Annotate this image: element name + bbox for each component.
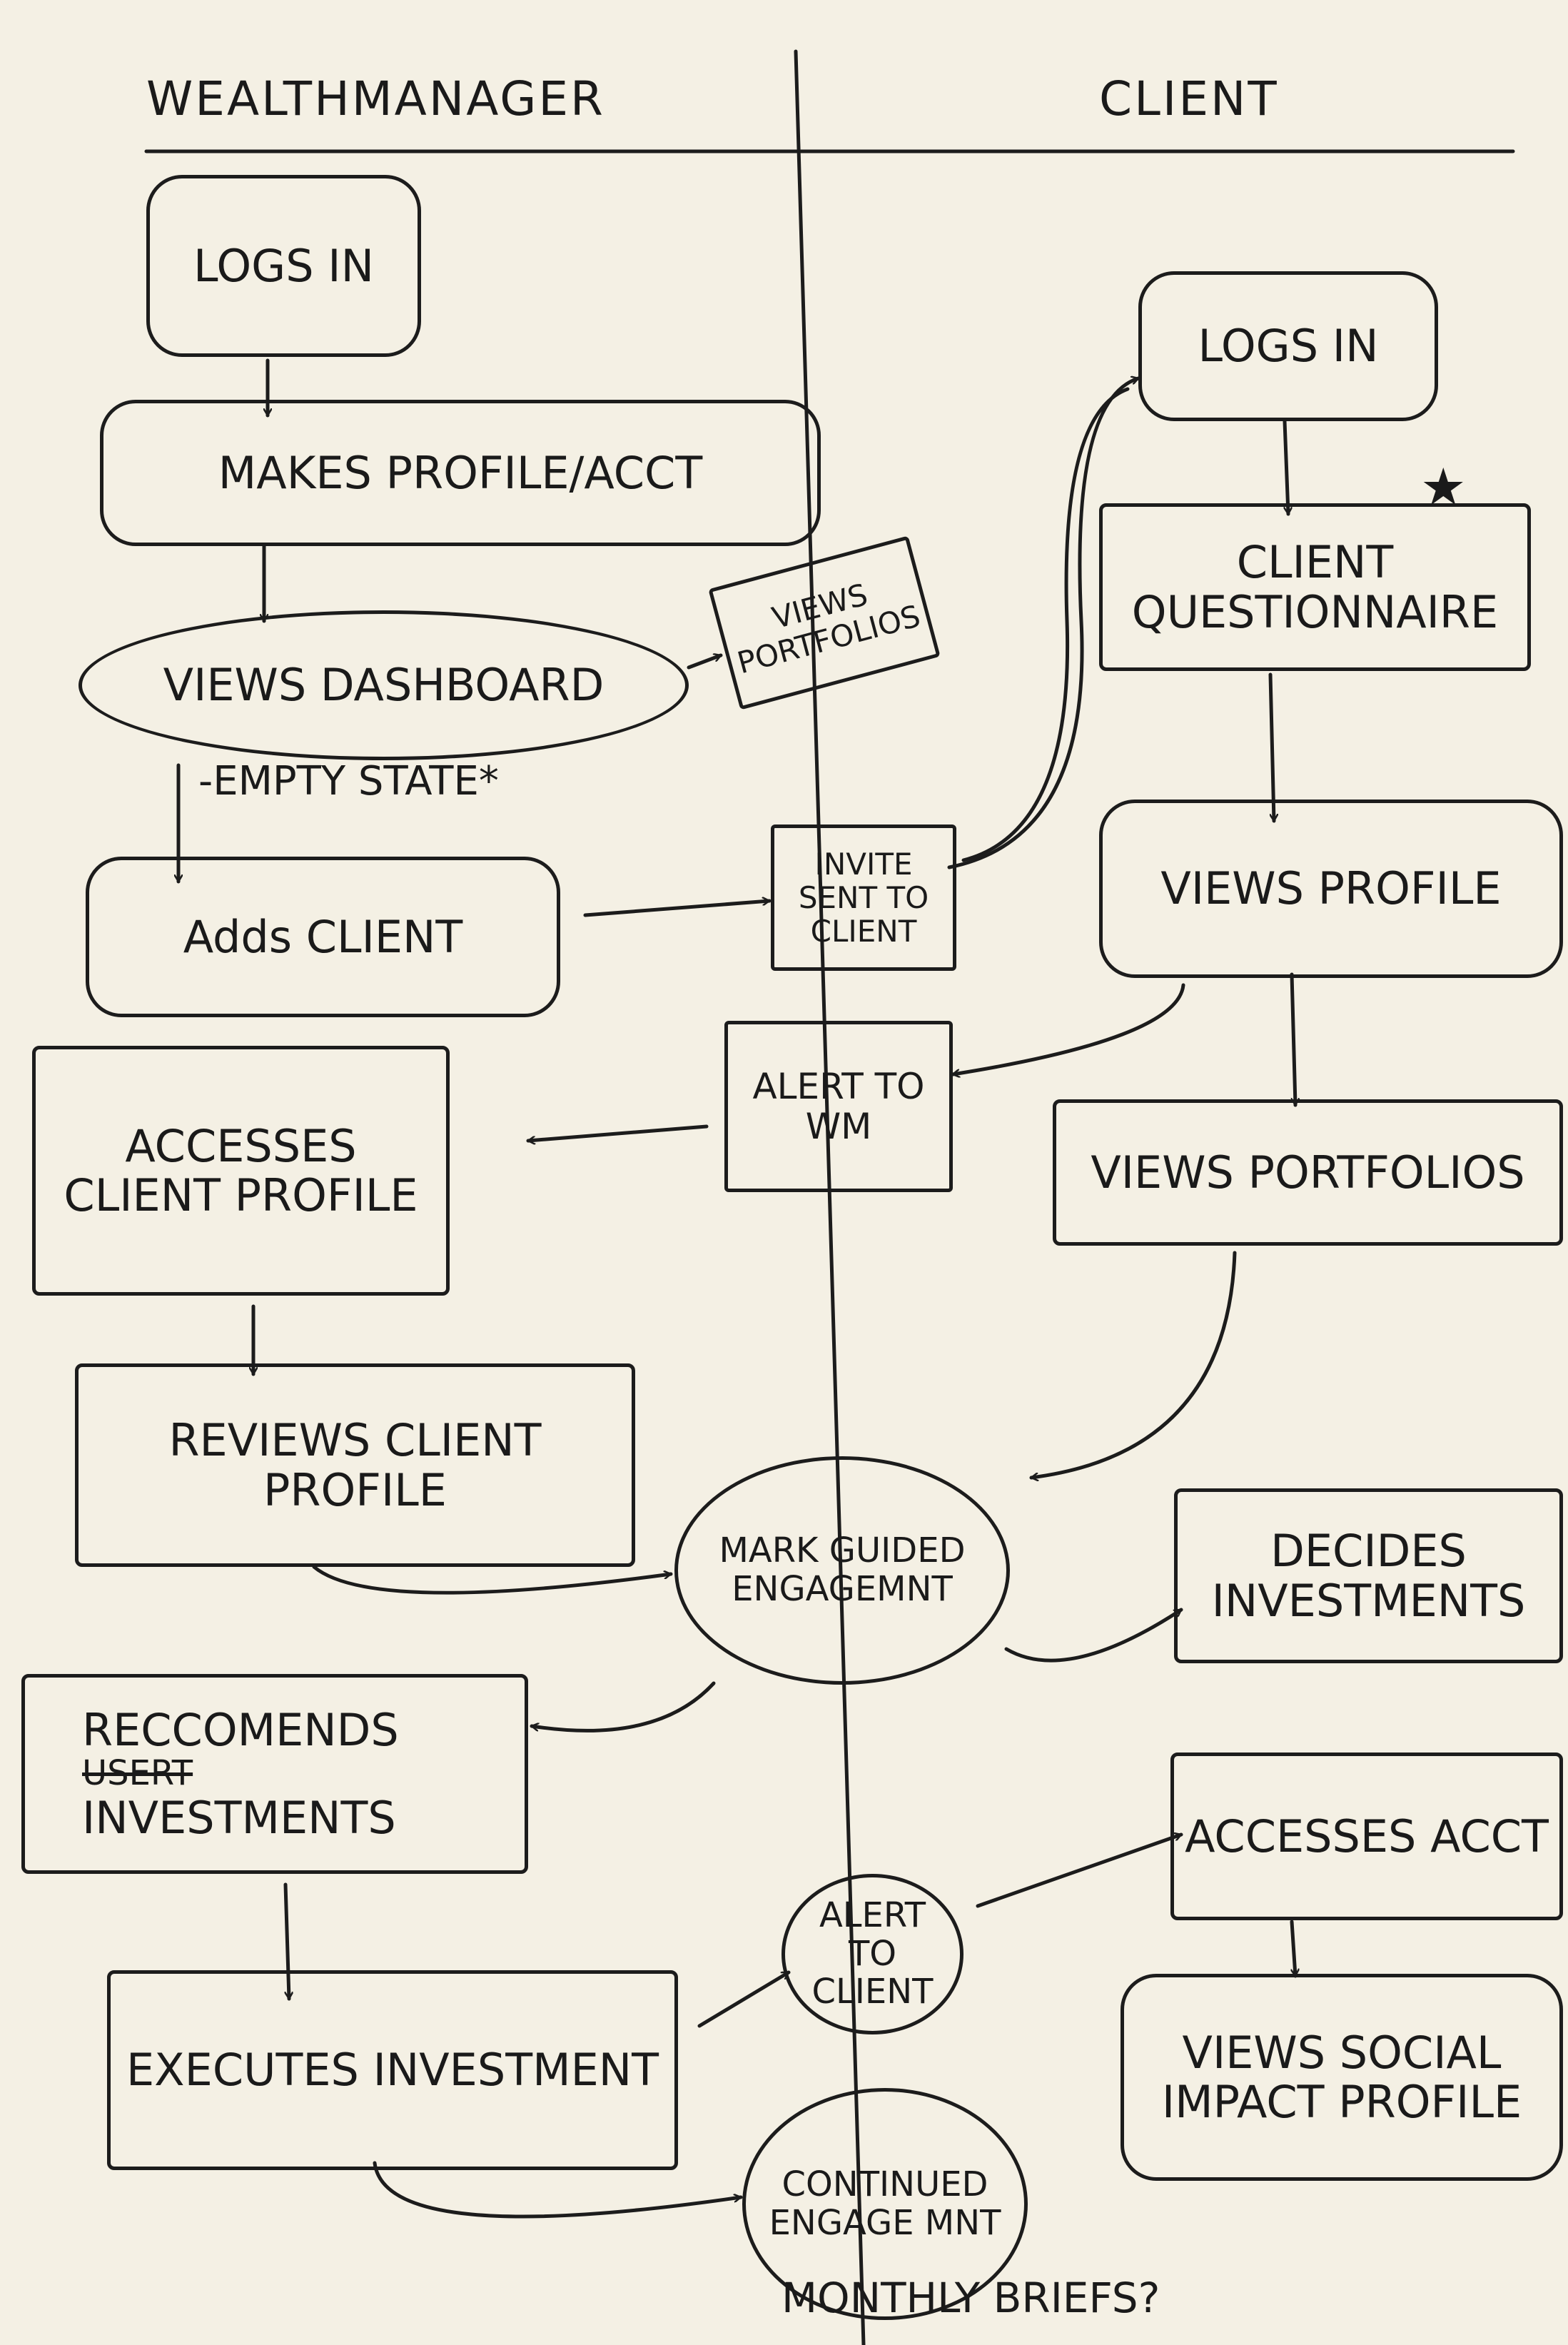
note-empty-state: -EMPTY STATE*	[198, 758, 499, 805]
node-alert-to-client: ALERT TO CLIENT	[782, 1874, 963, 2034]
arrow-invite-to-client-login-2	[961, 387, 1130, 862]
node-reccomends-investments: RECCOMENDS USERT INVESTMENTS	[21, 1674, 528, 1874]
arrow-dashboard-to-portfolios	[687, 655, 723, 670]
arrow-client-login-to-questionnaire	[1283, 419, 1288, 516]
arrow-alert-to-accesses	[526, 1124, 709, 1141]
node-continued-engagement: CONTINUED ENGAGE MNT	[742, 2088, 1028, 2320]
arrow-reccomends-to-executes	[283, 1882, 289, 2001]
node-client-logs-in: LOGS IN	[1138, 271, 1438, 421]
arrow-alert-client-to-accesses	[976, 1835, 1183, 1908]
reccomends-label: RECCOMENDS	[82, 1703, 399, 1756]
arrow-views-profile-to-alert	[951, 983, 1185, 1074]
arrow-accesses-acct-to-social	[1290, 1920, 1295, 1978]
node-executes-investment: EXECUTES INVESTMENT	[107, 1970, 678, 2170]
arrow-guided-to-decides	[1004, 1608, 1183, 1663]
arrow-reviews-to-guided	[312, 1565, 673, 1595]
node-views-portfolios-client: VIEWS PORTFOLIOS	[1053, 1099, 1563, 1246]
node-views-profile: VIEWS PROFILE	[1099, 800, 1563, 978]
node-accesses-client-profile: ACCESSES CLIENT PROFILE	[32, 1046, 450, 1296]
arrow-views-profile-to-portfolios	[1290, 972, 1295, 1107]
star-icon: ★	[1420, 457, 1467, 517]
lane-header-client: CLIENT	[1099, 71, 1279, 126]
arrow-executes-to-continued	[373, 2161, 743, 2219]
arrow-executes-to-alert-client	[697, 1970, 791, 2028]
node-decides-investments: DECIDES INVESTMENTS	[1174, 1488, 1563, 1663]
node-makes-profile: MAKES PROFILE/ACCT	[100, 400, 821, 546]
node-invite-sent: INVITE SENT TO CLIENT	[771, 824, 956, 971]
lane-header-wealth-manager: WEALTHMANAGER	[146, 71, 605, 126]
arrow-questionnaire-to-views-profile	[1268, 672, 1274, 823]
node-views-social-impact: VIEWS SOCIAL IMPACT PROFILE	[1121, 1974, 1563, 2181]
struck-word: USERT	[82, 1753, 193, 1794]
arrow-adds-client-to-invite	[583, 901, 772, 917]
investments-label: INVESTMENTS	[82, 1791, 396, 1844]
node-mark-guided-engagement: MARK GUIDED ENGAGEMNT	[674, 1456, 1010, 1685]
arrow-views-portfolios-to-guided	[1029, 1251, 1237, 1478]
note-monthly-briefs: MONTHLY BRIEFS?	[782, 2274, 1160, 2322]
node-wm-logs-in: LOGS IN	[146, 175, 421, 357]
node-client-questionnaire: CLIENT QUESTIONNAIRE	[1099, 503, 1531, 671]
node-alert-to-wm: ALERT TO WM	[724, 1021, 953, 1192]
node-accesses-acct: ACCESSES ACCT	[1170, 1753, 1563, 1920]
arrow-guided-to-reccomends	[530, 1681, 716, 1733]
node-reviews-client-profile: REVIEWS CLIENT PROFILE	[75, 1363, 635, 1567]
node-adds-client: Adds CLIENT	[86, 857, 560, 1017]
node-views-dashboard: VIEWS DASHBOARD	[79, 610, 689, 760]
arrow-invite-to-client-login	[947, 378, 1140, 869]
